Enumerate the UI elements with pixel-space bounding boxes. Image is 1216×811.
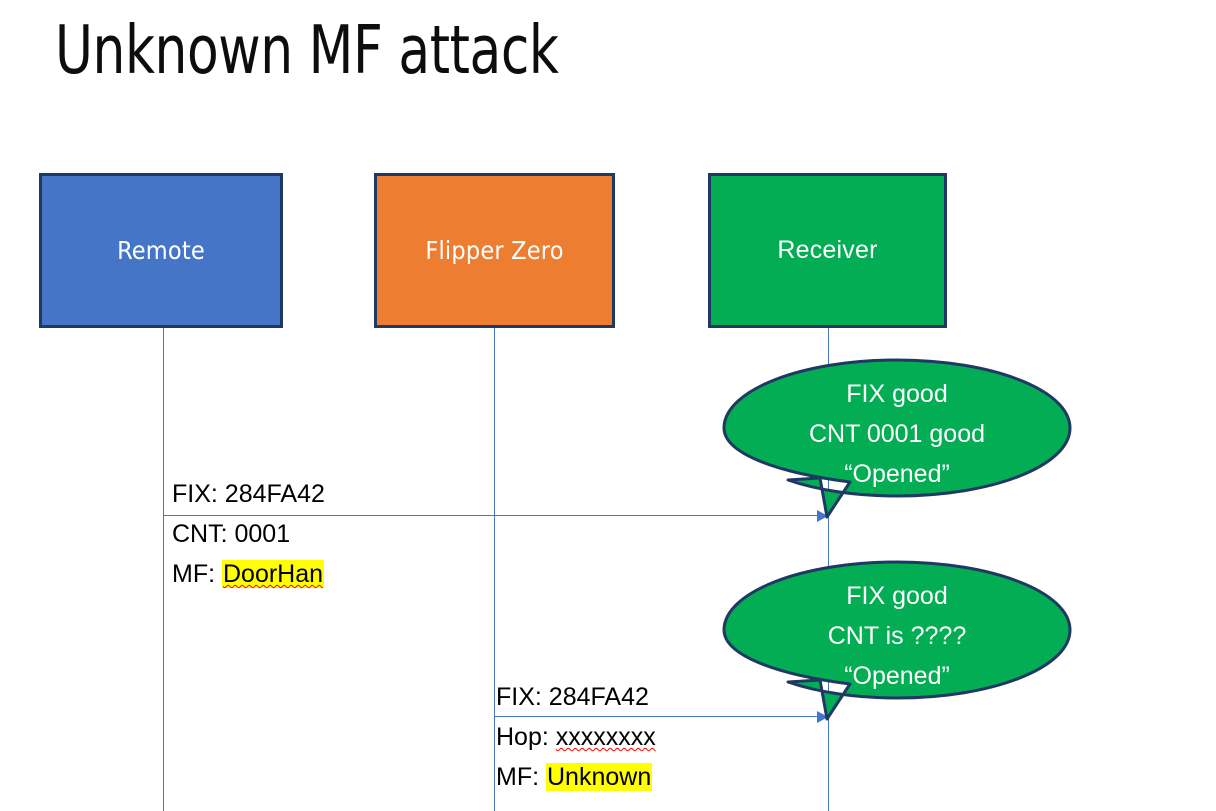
page-title: Unknown MF attack [55, 11, 559, 89]
message-label-flipper-to-receiver: FIX: 284FA42 Hop: xxxxxxxx MF: Unknown [496, 677, 656, 797]
message-line-prefix: FIX: [172, 480, 225, 508]
message-line-prefix: MF: [172, 560, 222, 588]
message-line-value: 284FA42 [224, 480, 325, 508]
message-line-value: xxxxxxxx [555, 723, 656, 751]
message-line-value: 0001 [234, 520, 291, 548]
message-line: FIX: 284FA42 [172, 474, 325, 514]
callout-bubble-shape [722, 358, 1072, 519]
message-line: Hop: xxxxxxxx [496, 717, 656, 757]
actor-box-receiver[interactable]: Receiver [708, 173, 947, 328]
message-line-value: 284FA42 [548, 683, 649, 711]
message-line-prefix: Hop: [496, 723, 556, 751]
message-line: MF: Unknown [496, 757, 656, 797]
arrow-line [163, 515, 819, 516]
actor-label-receiver: Receiver [777, 236, 878, 264]
actor-box-remote[interactable]: Remote [39, 173, 283, 328]
actor-label-remote: Remote [117, 236, 205, 265]
lifeline-flipper [494, 328, 495, 811]
message-line: CNT: 0001 [172, 514, 325, 554]
message-arrow-flipper-to-receiver [494, 711, 828, 723]
arrow-line [494, 716, 819, 717]
callout-receiver-response-1: FIX good CNT 0001 good “Opened” [722, 358, 1072, 520]
message-line-prefix: MF: [496, 763, 546, 791]
message-arrow-remote-to-receiver [163, 510, 828, 522]
arrow-head-icon [817, 711, 828, 723]
message-line-prefix: FIX: [496, 683, 549, 711]
message-line: FIX: 284FA42 [496, 677, 656, 717]
callout-bubble-shape [722, 560, 1072, 721]
message-label-remote-to-receiver: FIX: 284FA42 CNT: 0001 MF: DoorHan [172, 474, 325, 594]
message-line-value-highlighted: Unknown [546, 763, 653, 791]
lifeline-remote [163, 328, 164, 811]
actor-label-flipper-zero: Flipper Zero [425, 236, 564, 265]
message-line-value-highlighted: DoorHan [222, 560, 325, 588]
message-line-prefix: CNT: [172, 520, 235, 548]
actor-box-flipper-zero[interactable]: Flipper Zero [374, 173, 615, 328]
message-line: MF: DoorHan [172, 554, 325, 594]
arrow-head-icon [817, 510, 828, 522]
callout-receiver-response-2: FIX good CNT is ???? “Opened” [722, 560, 1072, 722]
